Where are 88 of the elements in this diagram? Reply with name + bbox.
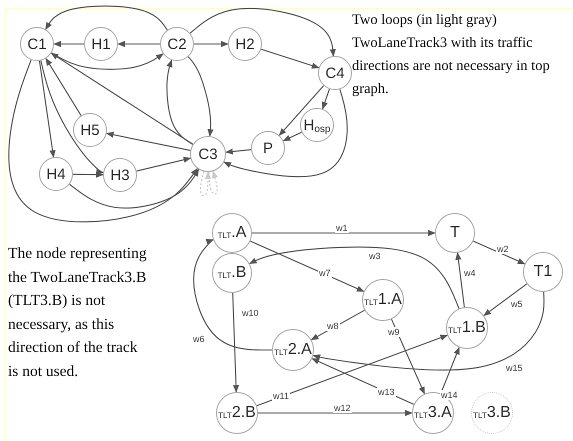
node-label: H$_{osp}$ xyxy=(304,118,330,132)
edge-label: w1 xyxy=(335,223,349,233)
dashed-loop-arrow xyxy=(200,171,212,196)
arrow xyxy=(232,292,240,393)
edge-label: w3 xyxy=(368,251,382,261)
arrow xyxy=(73,172,104,178)
arrow xyxy=(190,8,336,57)
arrow xyxy=(310,310,365,340)
arrow xyxy=(322,88,330,110)
graph-node xyxy=(435,213,475,253)
graph-node xyxy=(523,252,563,292)
edge-label: w4 xyxy=(463,268,477,278)
arrow xyxy=(106,132,190,151)
arrow xyxy=(473,240,526,264)
edge-label: w2 xyxy=(496,244,510,254)
arrow xyxy=(194,40,229,48)
node-label: C1 xyxy=(27,36,47,52)
arrow xyxy=(282,132,302,142)
arrow xyxy=(455,252,465,308)
node-label: H2 xyxy=(235,36,255,52)
node-label: C3 xyxy=(198,146,218,162)
node-label: P xyxy=(262,140,273,156)
arrow xyxy=(117,40,160,48)
graph-node xyxy=(228,27,262,61)
node-label: H1 xyxy=(91,36,111,52)
graph-node xyxy=(160,27,194,61)
arrow xyxy=(69,168,200,209)
dashed-loop-arrow xyxy=(208,170,218,194)
arrow xyxy=(53,40,84,48)
edge-label: w14 xyxy=(440,390,459,400)
note-text: Two loops (in light gray) TwoLaneTrack3 with its traffic directions are not necessary in top graph. xyxy=(352,11,551,99)
node-label: C4 xyxy=(325,66,345,80)
arrow xyxy=(311,358,414,405)
node-label: H4 xyxy=(46,166,66,182)
arrow xyxy=(391,318,425,394)
edge-label: w6 xyxy=(192,334,206,344)
node-label: H3 xyxy=(110,168,130,182)
arrow xyxy=(45,5,168,30)
arrow xyxy=(193,239,272,351)
node-label: C2 xyxy=(167,36,187,52)
arrow xyxy=(250,240,364,292)
edge-label: w7 xyxy=(318,268,332,278)
graph-node xyxy=(362,279,404,321)
arrow xyxy=(256,334,448,406)
graph-node xyxy=(39,157,73,191)
graph-node xyxy=(73,113,107,147)
note-text: The node representing the TwoLaneTrack3.B (TLT3.B) is not necessary, as this direction of the track is not used. xyxy=(8,244,148,382)
arrow xyxy=(278,85,324,136)
arrow xyxy=(51,52,164,70)
graph-node xyxy=(20,27,54,61)
arrow xyxy=(50,52,194,145)
edge-label: w13 xyxy=(377,387,396,397)
arrow xyxy=(249,246,460,309)
graph-node xyxy=(103,158,137,192)
arrow xyxy=(223,89,348,178)
arrow xyxy=(252,230,436,236)
edge-label: w15 xyxy=(505,363,524,373)
arrow xyxy=(166,59,194,145)
arrow xyxy=(225,148,252,155)
edge-label: w10 xyxy=(241,308,260,318)
graph-node xyxy=(84,27,118,61)
graph-node xyxy=(318,56,352,90)
graph-node xyxy=(300,108,334,142)
graph-node xyxy=(251,131,285,165)
arrow xyxy=(136,156,192,172)
arrow xyxy=(40,60,104,174)
node-label: T xyxy=(450,225,460,241)
arrow xyxy=(261,48,320,69)
graph-node xyxy=(216,392,258,434)
edge-label: w8 xyxy=(326,321,340,331)
graph-node xyxy=(272,329,314,371)
arrow xyxy=(312,292,545,371)
arrow xyxy=(188,56,214,137)
graph-node xyxy=(212,253,252,293)
arrow xyxy=(8,60,198,222)
edge-label: w11 xyxy=(272,391,290,401)
edge-label: w9 xyxy=(387,327,401,337)
graph-node xyxy=(446,307,488,349)
arrow xyxy=(45,58,82,116)
node-label: H5 xyxy=(80,122,100,138)
graph-node xyxy=(212,213,252,253)
edge-label: w12 xyxy=(333,403,352,413)
graph-node xyxy=(190,136,226,172)
arrow xyxy=(258,410,413,416)
node-label: T1 xyxy=(534,264,552,280)
arrow xyxy=(38,60,56,158)
edge-label: w5 xyxy=(510,299,524,309)
arrow xyxy=(483,283,528,316)
